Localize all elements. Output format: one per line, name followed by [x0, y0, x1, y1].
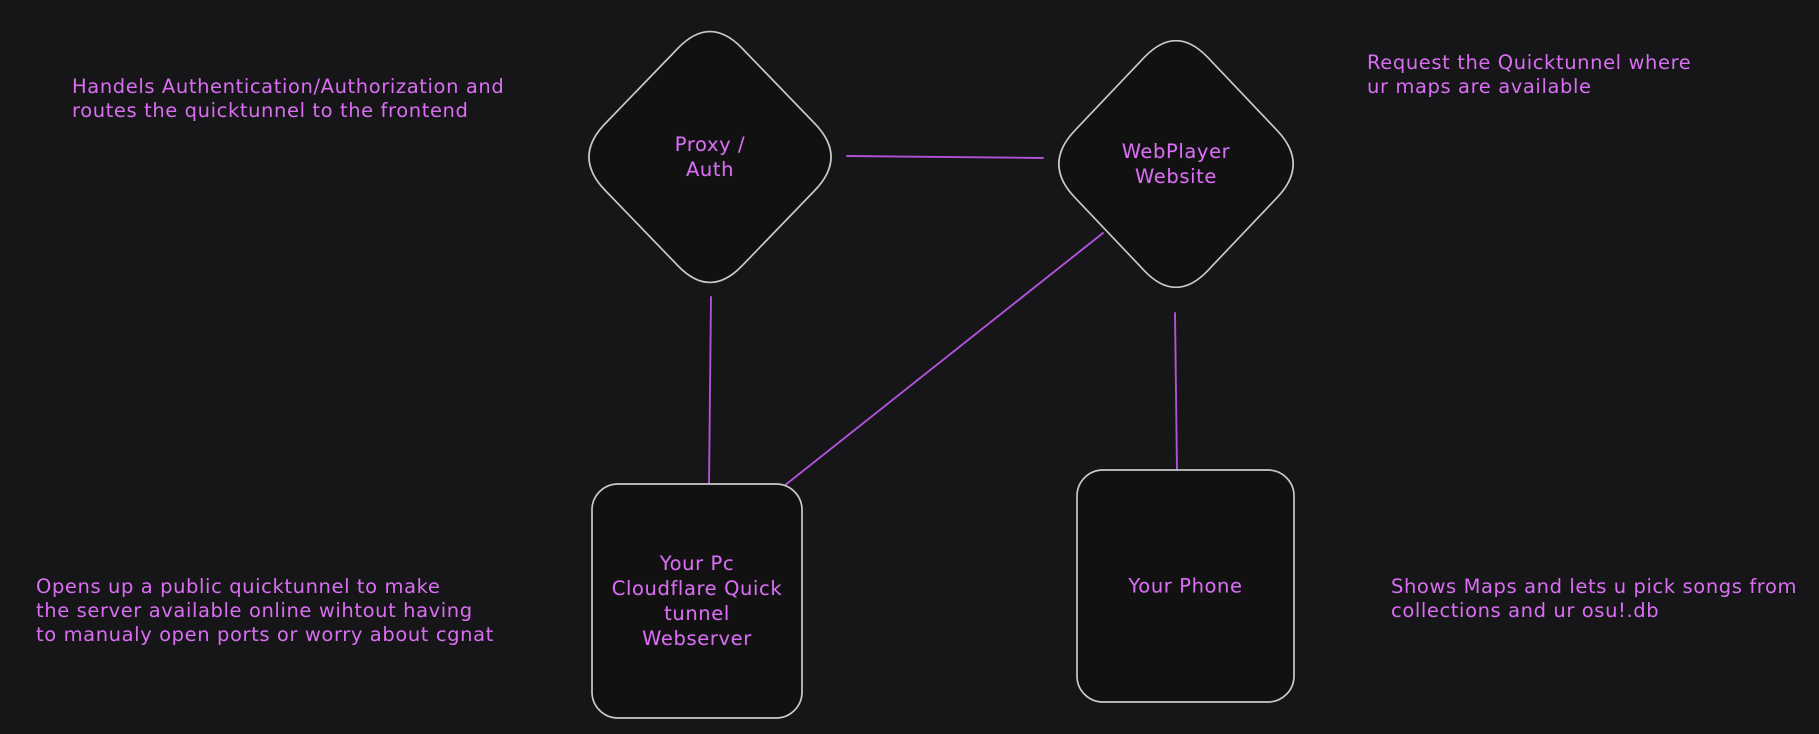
- annotation-your-pc: Opens up a public quicktunnel to make th…: [36, 575, 494, 646]
- node-proxy-auth-label: Proxy / Auth: [674, 133, 746, 181]
- node-webplayer-website-label: WebPlayer Website: [1121, 140, 1231, 188]
- annotation-webplayer-website: Request the Quicktunnel where ur maps ar…: [1367, 51, 1692, 98]
- node-your-pc-shape[interactable]: [591, 483, 803, 719]
- edge-webplayer-website-to-your-phone: [1174, 312, 1178, 473]
- node-your-pc-label: Your Pc Cloudflare Quick tunnel Webserve…: [611, 552, 783, 650]
- node-webplayer-website-shape[interactable]: [1057, 39, 1295, 289]
- edge-proxy-auth-to-webplayer-website: [846, 155, 1044, 159]
- edge-proxy-auth-to-your-pc: [708, 296, 712, 487]
- edges-group: [708, 155, 1178, 487]
- nodes-group: [588, 30, 1295, 719]
- annotation-proxy-auth: Handels Authentication/Authorization and…: [72, 75, 505, 122]
- node-proxy-auth-shape[interactable]: [588, 30, 832, 284]
- edge-webplayer-website-to-your-pc: [783, 232, 1104, 487]
- node-your-phone-shape[interactable]: [1076, 469, 1295, 703]
- annotation-your-phone: Shows Maps and lets u pick songs from co…: [1391, 575, 1798, 622]
- node-your-phone-label: Your Phone: [1128, 574, 1243, 598]
